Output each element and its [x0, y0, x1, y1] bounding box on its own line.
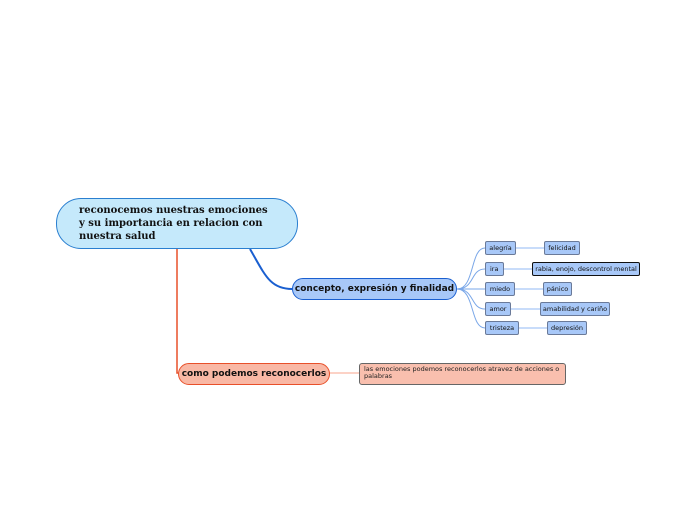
central-topic-label: reconocemos nuestras emociones y su impo… — [79, 205, 268, 242]
subtopic-alegria[interactable]: alegría — [485, 241, 516, 255]
subtopic-label: tristeza — [489, 324, 515, 332]
note-text: las emociones podemos reconocerlos atrav… — [364, 365, 560, 380]
topic-como-reconocerlos[interactable]: como podemos reconocerlos — [178, 363, 330, 385]
detail-label: pánico — [546, 285, 569, 293]
note-reconocer[interactable]: las emociones podemos reconocerlos atrav… — [359, 363, 566, 385]
detail-amabilidad[interactable]: amabilidad y cariño — [540, 302, 610, 316]
central-topic[interactable]: reconocemos nuestras emociones y su impo… — [56, 198, 298, 249]
detail-depresion[interactable]: depresión — [547, 321, 587, 335]
detail-label: felicidad — [548, 244, 576, 252]
subtopic-label: amor — [489, 305, 507, 313]
subtopic-label: miedo — [489, 285, 511, 293]
topic-concepto[interactable]: concepto, expresión y finalidad — [292, 278, 457, 300]
subtopic-amor[interactable]: amor — [485, 302, 511, 316]
detail-label: rabia, enojo, descontrol mental — [535, 265, 637, 273]
topic-label: concepto, expresión y finalidad — [294, 284, 455, 294]
subtopic-ira[interactable]: ira — [485, 262, 504, 276]
detail-felicidad[interactable]: felicidad — [544, 241, 580, 255]
detail-label: depresión — [550, 324, 584, 332]
detail-panico[interactable]: pánico — [543, 282, 572, 296]
topic-label: como podemos reconocerlos — [181, 369, 327, 379]
subtopic-miedo[interactable]: miedo — [485, 282, 515, 296]
detail-label: amabilidad y cariño — [542, 305, 608, 313]
detail-rabia[interactable]: rabia, enojo, descontrol mental — [532, 262, 640, 276]
subtopic-label: ira — [490, 265, 499, 273]
subtopic-tristeza[interactable]: tristeza — [485, 321, 519, 335]
subtopic-label: alegría — [489, 244, 512, 252]
